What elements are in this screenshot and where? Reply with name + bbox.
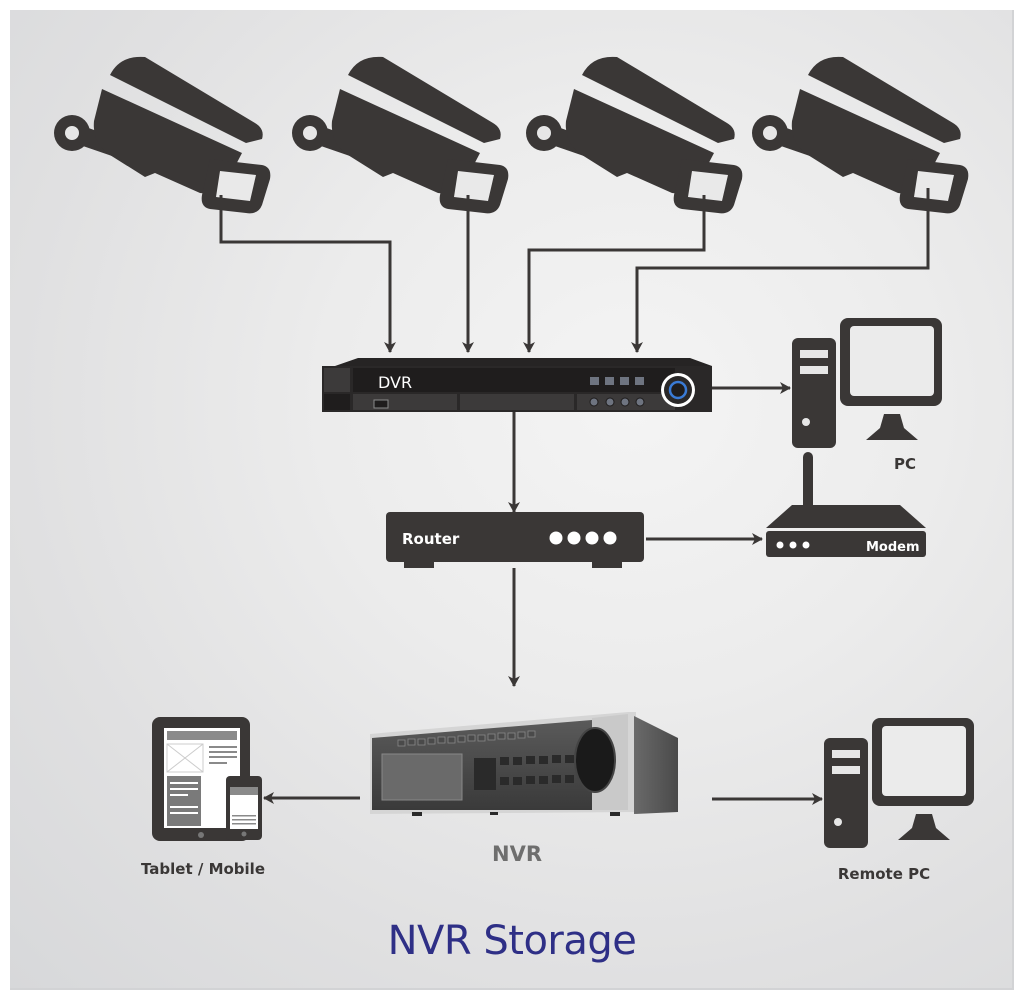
connector-camera4-dvr — [631, 188, 930, 353]
nvr-label: NVR — [492, 842, 542, 866]
connector-camera3-dvr — [523, 195, 706, 353]
pc-label: PC — [894, 455, 916, 473]
dvr-device: DVR — [322, 358, 712, 412]
remote-pc-label: Remote PC — [838, 865, 930, 883]
dvr-label: DVR — [378, 373, 412, 392]
modem-device: Modem — [766, 452, 926, 557]
connector-camera1-dvr — [219, 195, 396, 353]
modem-label: Modem — [866, 540, 920, 555]
tablet-mobile-label: Tablet / Mobile — [141, 860, 265, 878]
diagram-title: NVR Storage — [387, 918, 637, 964]
camera-4 — [752, 56, 969, 214]
camera-1 — [54, 56, 271, 214]
router-device: Router — [386, 512, 644, 568]
nvr-device: NVR — [370, 712, 678, 866]
tablet-mobile-icon — [152, 717, 262, 841]
pc-icon — [792, 318, 942, 448]
router-label: Router — [402, 530, 460, 548]
camera-2 — [292, 56, 509, 214]
remote-pc-icon — [824, 718, 974, 848]
camera-3 — [526, 56, 743, 214]
